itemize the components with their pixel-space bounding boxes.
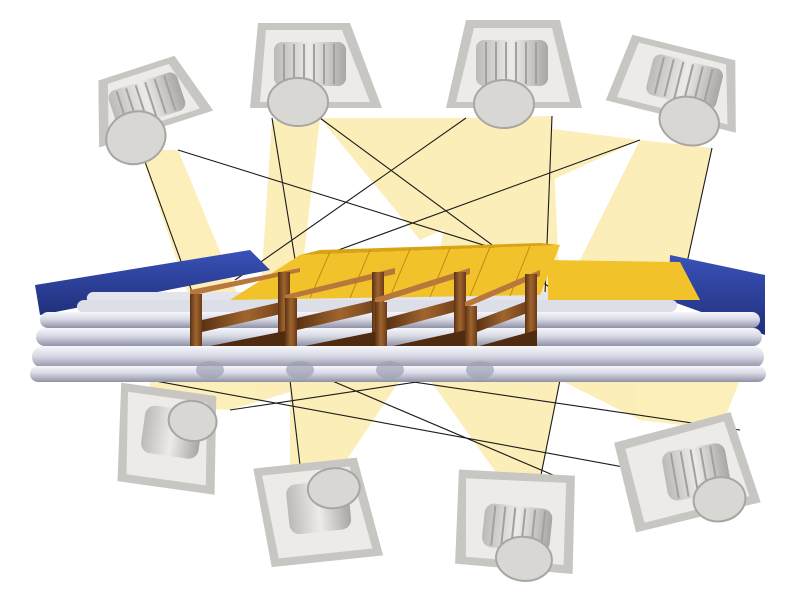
bottom-scanners: [117, 382, 761, 582]
laser-scanner-icon: [117, 382, 218, 495]
laser-scanner-icon: [253, 457, 384, 568]
laser-scanner-icon: [98, 55, 214, 166]
top-scanners: [98, 20, 736, 166]
laser-scanner-icon: [446, 20, 582, 129]
h-beam-back-right: [548, 260, 700, 300]
h-beam-back-web: [300, 243, 560, 255]
light-beam-bottom-4: [560, 380, 740, 430]
front-rollers-lower: [30, 346, 766, 382]
light-beam-crossing: [320, 118, 640, 240]
laser-scanner-icon: [455, 469, 575, 582]
h-beams-inspected: [190, 268, 540, 352]
roller: [36, 328, 762, 346]
light-beam-top-2: [260, 118, 320, 300]
light-beam-bottom-3: [430, 380, 560, 480]
laser-scanner-icon: [250, 23, 382, 127]
laser-scanner-icon: [614, 412, 761, 533]
laser-scanner-icon: [605, 34, 736, 147]
h-beams-background: [230, 243, 700, 300]
light-beam-bottom-2: [290, 380, 400, 470]
